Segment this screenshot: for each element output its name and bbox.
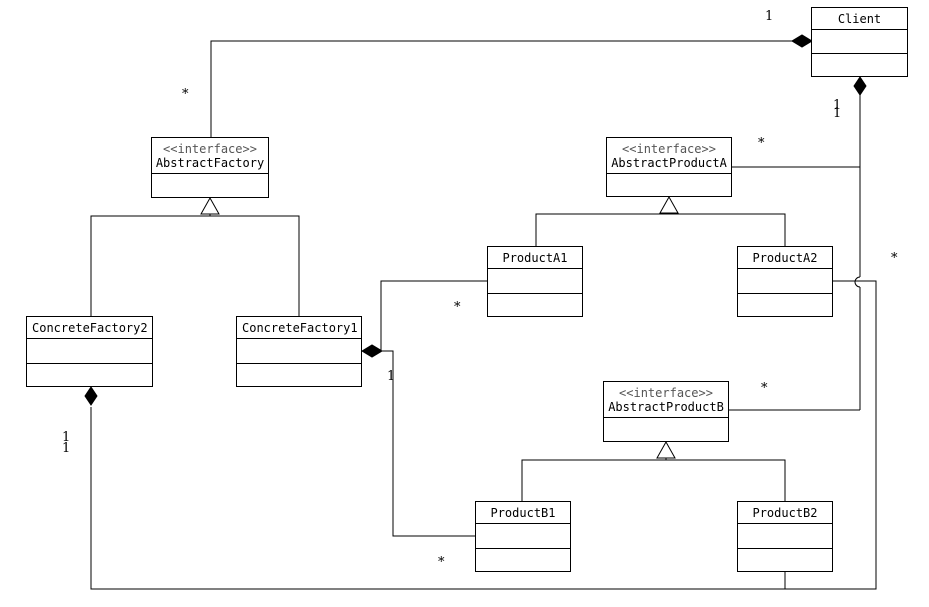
- product-a-generalization-branches: [535, 213, 786, 246]
- class-attributes: [738, 524, 832, 549]
- product-b-generalization-branches: [521, 459, 786, 501]
- factory-generalization-arrow: [200, 196, 220, 215]
- multiplicity-label: 1 1: [833, 98, 842, 121]
- client-products-diamond: [853, 76, 867, 96]
- class-name: AbstractProductB: [608, 400, 724, 414]
- class-stereotype: <<interface>>: [622, 142, 716, 156]
- cf1-product-a1-composition: [380, 280, 488, 351]
- line-jump-hop: [854, 276, 861, 288]
- class-stereotype: <<interface>>: [619, 386, 713, 400]
- multiplicity-label: 1 1: [62, 430, 71, 456]
- multiplicity-label: *: [438, 555, 445, 570]
- multiplicity-label: *: [758, 136, 765, 151]
- class-attributes: [476, 524, 570, 549]
- class-attributes: [738, 269, 832, 294]
- class-product-a2[interactable]: ProductA2: [737, 246, 833, 317]
- class-abstract-product-a[interactable]: <<interface>> AbstractProductA: [606, 137, 732, 197]
- cf2-products-composition: [90, 280, 877, 590]
- class-attributes: [812, 30, 907, 54]
- client-factory-association: [210, 40, 812, 137]
- multiplicity-label: 1: [387, 369, 396, 384]
- multiplicity-label: *: [891, 251, 898, 266]
- class-name-block: <<interface>> AbstractProductA: [607, 138, 731, 174]
- factory-generalization-branches: [90, 215, 300, 316]
- class-client[interactable]: Client: [811, 7, 908, 77]
- multiplicity-label: *: [761, 381, 768, 396]
- class-product-b2[interactable]: ProductB2: [737, 501, 833, 572]
- class-attributes: [27, 339, 152, 364]
- multiplicity-label: *: [454, 300, 461, 315]
- class-name: Client: [812, 8, 907, 30]
- class-name-block: <<interface>> AbstractFactory: [152, 138, 268, 174]
- class-name: AbstractFactory: [155, 156, 265, 170]
- class-name: ProductB2: [738, 502, 832, 524]
- class-name: ProductB1: [476, 502, 570, 524]
- product-a-generalization-arrow: [659, 195, 679, 214]
- class-concrete-factory1[interactable]: ConcreteFactory1: [236, 316, 362, 387]
- class-name: AbstractProductA: [611, 156, 727, 170]
- class-product-b1[interactable]: ProductB1: [475, 501, 571, 572]
- class-name: ConcreteFactory2: [27, 317, 152, 339]
- product-b-generalization-arrow: [656, 440, 676, 459]
- cf1-product-b1-composition: [381, 350, 476, 537]
- cf1-diamond: [361, 344, 383, 358]
- client-factory-diamond: [791, 34, 813, 48]
- class-name: ProductA2: [738, 247, 832, 269]
- class-name-block: <<interface>> AbstractProductB: [604, 382, 728, 418]
- class-stereotype: <<interface>>: [163, 142, 257, 156]
- class-abstract-factory[interactable]: <<interface>> AbstractFactory: [151, 137, 269, 198]
- class-product-a1[interactable]: ProductA1: [487, 246, 583, 317]
- multiplicity-label: *: [182, 87, 189, 102]
- class-name: ConcreteFactory1: [237, 317, 361, 339]
- cf2-diamond: [84, 386, 98, 406]
- multiplicity-label: 1: [765, 9, 774, 24]
- class-attributes: [237, 339, 361, 364]
- class-concrete-factory2[interactable]: ConcreteFactory2: [26, 316, 153, 387]
- class-attributes: [488, 269, 582, 294]
- class-name: ProductA1: [488, 247, 582, 269]
- class-abstract-product-b[interactable]: <<interface>> AbstractProductB: [603, 381, 729, 442]
